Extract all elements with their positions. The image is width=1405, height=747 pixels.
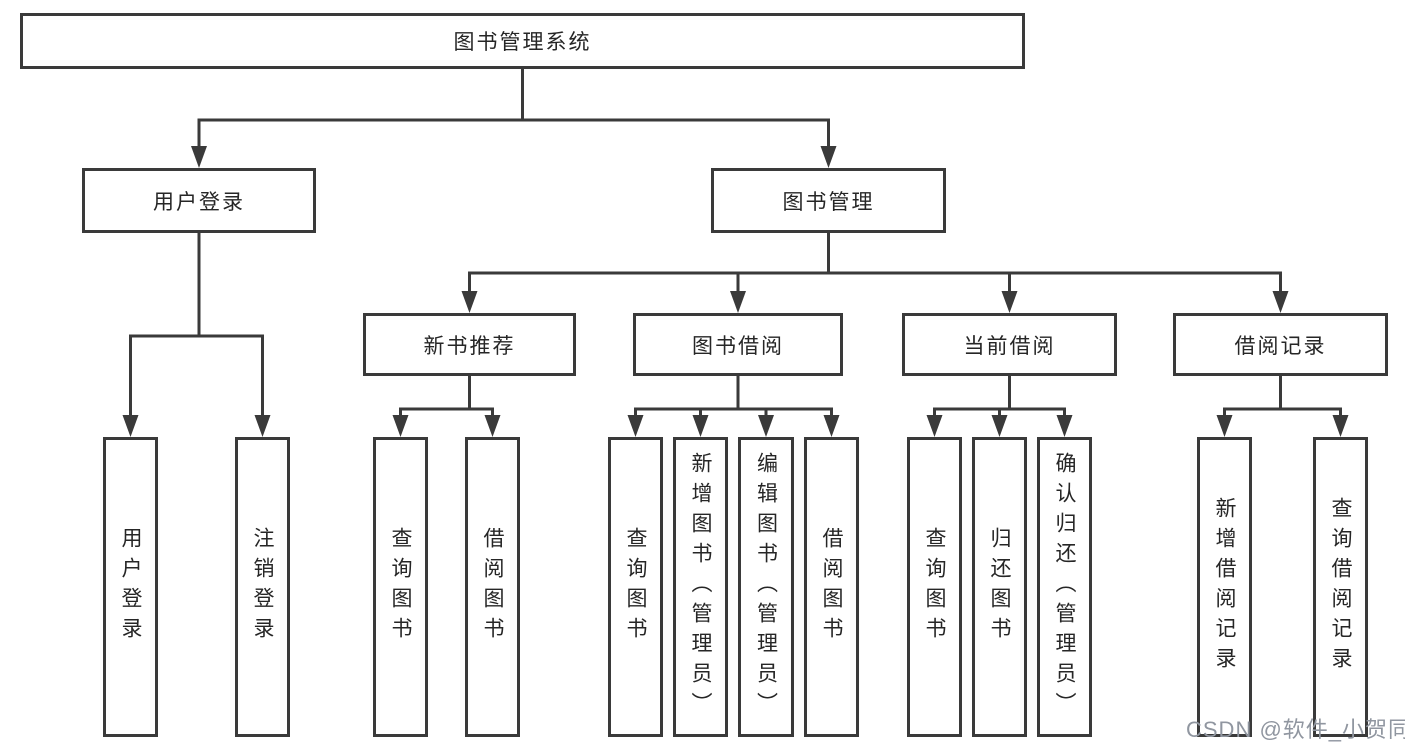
node-book-borrowing: 图书借阅	[633, 313, 843, 376]
leaf-query-borrow-record: 查询借阅记录	[1313, 437, 1368, 737]
leaf-user-login: 用户登录	[103, 437, 158, 737]
leaf-query-books-recommend: 查询图书	[373, 437, 428, 737]
leaf-logout: 注销登录	[235, 437, 290, 737]
leaf-confirm-return-admin: 确认归还（管理员）	[1037, 437, 1092, 737]
node-new-book-recommend: 新书推荐	[363, 313, 576, 376]
node-book-management: 图书管理	[711, 168, 946, 233]
node-borrow-records: 借阅记录	[1173, 313, 1388, 376]
watermark: CSDN @软件_小贺同学	[1186, 717, 1405, 742]
leaf-query-books-current: 查询图书	[907, 437, 962, 737]
leaf-borrow-books-recommend: 借阅图书	[465, 437, 520, 737]
leaf-add-borrow-record: 新增借阅记录	[1197, 437, 1252, 737]
leaf-borrow-books: 借阅图书	[804, 437, 859, 737]
leaf-query-books-borrowing: 查询图书	[608, 437, 663, 737]
leaf-return-books: 归还图书	[972, 437, 1027, 737]
leaf-add-book-admin: 新增图书（管理员）	[673, 437, 728, 737]
node-user-login: 用户登录	[82, 168, 316, 233]
leaf-edit-book-admin: 编辑图书（管理员）	[738, 437, 794, 737]
root-box-library-management-system: 图书管理系统	[20, 13, 1025, 69]
node-current-borrowing: 当前借阅	[902, 313, 1117, 376]
